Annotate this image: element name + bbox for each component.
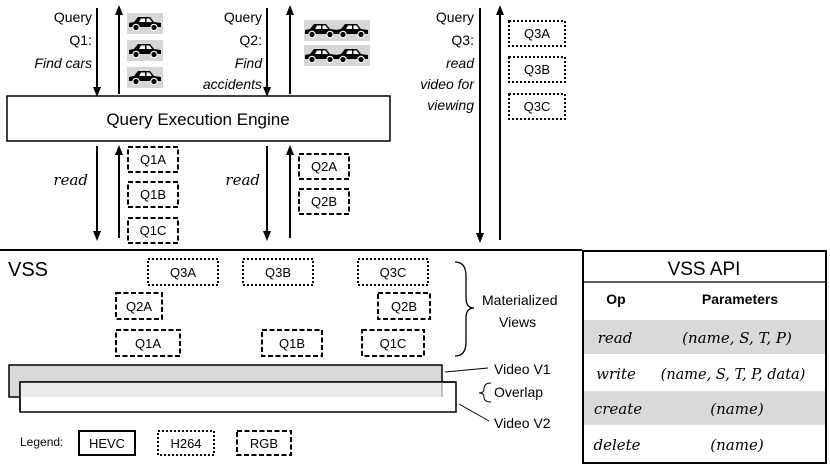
svg-text:H264: H264 (170, 436, 201, 451)
api-row-bg (584, 320, 825, 354)
query2-task-line1: Find (235, 55, 263, 71)
query2-task-line2: accidents (203, 76, 262, 92)
result-box-h264: Q3B (508, 56, 566, 83)
api-params-read: (name, S, T, P) (682, 329, 792, 347)
query3-id: Q3: (451, 32, 474, 48)
api-op-delete: delete (593, 436, 640, 454)
overlap-label: Overlap (494, 384, 543, 400)
api-col-op: Op (606, 291, 625, 307)
api-op-create: create (594, 400, 642, 418)
result-box-rgb: Q2A (298, 153, 350, 180)
mview-q3a: Q3A (147, 258, 219, 286)
mview-q2b: Q2B (377, 292, 431, 320)
vss-api-table: VSS API Op Parameters read (name, S, T, … (582, 250, 827, 464)
mview-q3b: Q3B (242, 258, 314, 286)
mview-q1b: Q1B (261, 329, 323, 357)
api-params-write: (name, S, T, P, data) (661, 367, 806, 383)
video-v2-leader (458, 403, 490, 422)
legend-label: Legend: (20, 435, 63, 449)
svg-text:Q1A: Q1A (135, 336, 161, 351)
mviews-label-line2: Views (499, 314, 536, 330)
legend-rgb: RGB (236, 430, 292, 456)
svg-text:Q1B: Q1B (140, 187, 166, 202)
svg-text:Q3C: Q3C (524, 99, 551, 114)
svg-text:Q1C: Q1C (380, 336, 407, 351)
mviews-label-line1: Materialized (482, 292, 557, 308)
api-params-create: (name) (710, 400, 764, 418)
query3-task-line1: read (446, 55, 475, 71)
overlap-brace (478, 382, 492, 403)
api-col-params: Parameters (702, 291, 778, 307)
mview-q3c: Q3C (357, 258, 429, 286)
query3-label: Query (436, 9, 474, 25)
api-op-write: write (596, 365, 636, 383)
result-box-rgb: Q1B (127, 181, 179, 208)
svg-text:RGB: RGB (250, 436, 278, 451)
vss-title: VSS (8, 259, 48, 281)
query-execution-engine-title: Query Execution Engine (106, 110, 289, 129)
read-label-q2: read (225, 171, 260, 189)
result-box-h264: Q3C (508, 93, 566, 120)
result-box-rgb: Q2B (298, 188, 350, 215)
query1-label: Query (54, 9, 92, 25)
svg-text:Q2A: Q2A (126, 299, 152, 314)
mview-q2a: Q2A (115, 292, 163, 320)
svg-text:Q3A: Q3A (170, 265, 196, 280)
api-title: VSS API (668, 259, 741, 280)
api-params-delete: (name) (710, 436, 764, 454)
svg-text:Q2A: Q2A (311, 159, 337, 174)
video-v1-leader (444, 367, 489, 373)
svg-text:Q3B: Q3B (265, 265, 291, 280)
query2-label: Query (224, 9, 262, 25)
read-label-q1: read (53, 171, 88, 189)
api-row-bg (584, 391, 825, 425)
api-op-read: read (598, 329, 633, 347)
legend-h264: H264 (157, 430, 215, 456)
car-icon (127, 40, 163, 61)
mviews-brace (454, 261, 475, 357)
query2-id: Q2: (239, 32, 262, 48)
svg-text:Q1B: Q1B (279, 336, 305, 351)
query-execution-engine-box (6, 95, 391, 142)
svg-text:Q1A: Q1A (140, 152, 166, 167)
two-cars-icon (304, 45, 370, 66)
query1-id: Q1: (69, 32, 92, 48)
svg-text:Q3B: Q3B (524, 62, 550, 77)
svg-text:Q2B: Q2B (311, 194, 337, 209)
mview-q1c: Q1C (361, 329, 425, 357)
svg-text:HEVC: HEVC (89, 436, 125, 451)
svg-text:Q3A: Q3A (524, 26, 550, 41)
car-icon (127, 67, 163, 88)
query1-task: Find cars (34, 55, 92, 71)
query3-task-line3: viewing (427, 97, 474, 113)
video-v2-label: Video V2 (494, 415, 551, 431)
car-icon (127, 13, 163, 34)
video-v1-label: Video V1 (494, 361, 551, 377)
video-overlap-region (20, 382, 442, 397)
result-box-h264: Q3A (508, 20, 566, 47)
svg-text:Q3C: Q3C (380, 265, 407, 280)
svg-text:Q2B: Q2B (391, 299, 417, 314)
svg-text:Q1C: Q1C (140, 223, 167, 238)
two-cars-icon (304, 20, 370, 41)
result-box-rgb: Q1C (127, 217, 179, 244)
mview-q1a: Q1A (115, 329, 181, 357)
query3-task-line2: video for (420, 76, 475, 92)
legend-hevc: HEVC (78, 430, 136, 456)
result-box-rgb: Q1A (127, 146, 179, 173)
